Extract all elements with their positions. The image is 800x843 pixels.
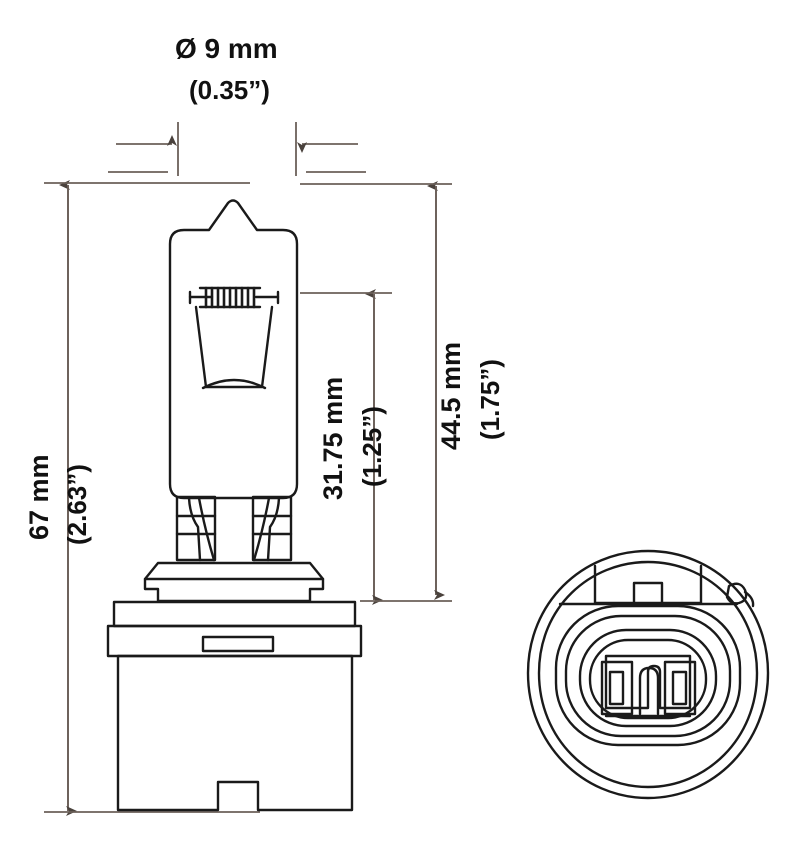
dimension-lines-group — [44, 122, 452, 816]
connector-ring-3 — [578, 628, 718, 728]
base-flange-lower — [112, 600, 357, 628]
upper-length-metric-label: 44.5 mm — [436, 341, 466, 450]
terminal-housing — [604, 654, 692, 710]
terminal-blade-left-inner — [608, 670, 625, 706]
stem-post-right — [251, 495, 293, 562]
overall-length-dimension — [44, 180, 260, 816]
inner-arc — [201, 378, 267, 390]
stem-post-left — [175, 495, 217, 562]
upper-length-dimension — [300, 181, 452, 600]
mid-length-dimension — [300, 289, 452, 605]
connector-ring-4 — [588, 638, 708, 720]
connector-ring-2 — [564, 614, 732, 738]
connector-outer-body — [526, 549, 770, 800]
diameter-metric-label: Ø 9 mm — [175, 33, 278, 64]
terminal-blade-right-inner — [671, 670, 688, 706]
bulb-side-elevation-view — [106, 199, 363, 812]
mid-length-imperial-label: (1.25”) — [357, 406, 387, 487]
overall-length-metric-label: 67 mm — [24, 454, 54, 540]
upper-length-imperial-label: (1.75”) — [475, 359, 505, 440]
terminal-divider — [638, 666, 660, 716]
connector-ring-1 — [554, 604, 742, 747]
lead-wire-right — [266, 496, 281, 562]
diameter-imperial-label: (0.35”) — [189, 75, 270, 105]
diameter-dimension — [108, 122, 366, 176]
mid-length-metric-label: 31.75 mm — [318, 376, 348, 500]
filament-coil — [204, 286, 256, 309]
terminal-blade-right-outer — [663, 660, 697, 716]
base-keyway-slot — [201, 635, 275, 653]
base-flange-upper — [143, 561, 325, 603]
connector-base-end-view — [526, 549, 770, 800]
filament-shield — [194, 305, 274, 389]
connector-inner-body — [537, 560, 759, 789]
base-body — [116, 654, 354, 812]
connector-top-key-plate — [593, 564, 703, 605]
glass-envelope-outline — [168, 199, 299, 500]
connector-key-square — [632, 581, 664, 606]
connector-latch-tab — [725, 582, 748, 605]
terminal-blade-left-outer — [600, 660, 634, 716]
lead-wire-left — [187, 496, 202, 562]
overall-length-imperial-label: (2.63”) — [62, 464, 92, 545]
